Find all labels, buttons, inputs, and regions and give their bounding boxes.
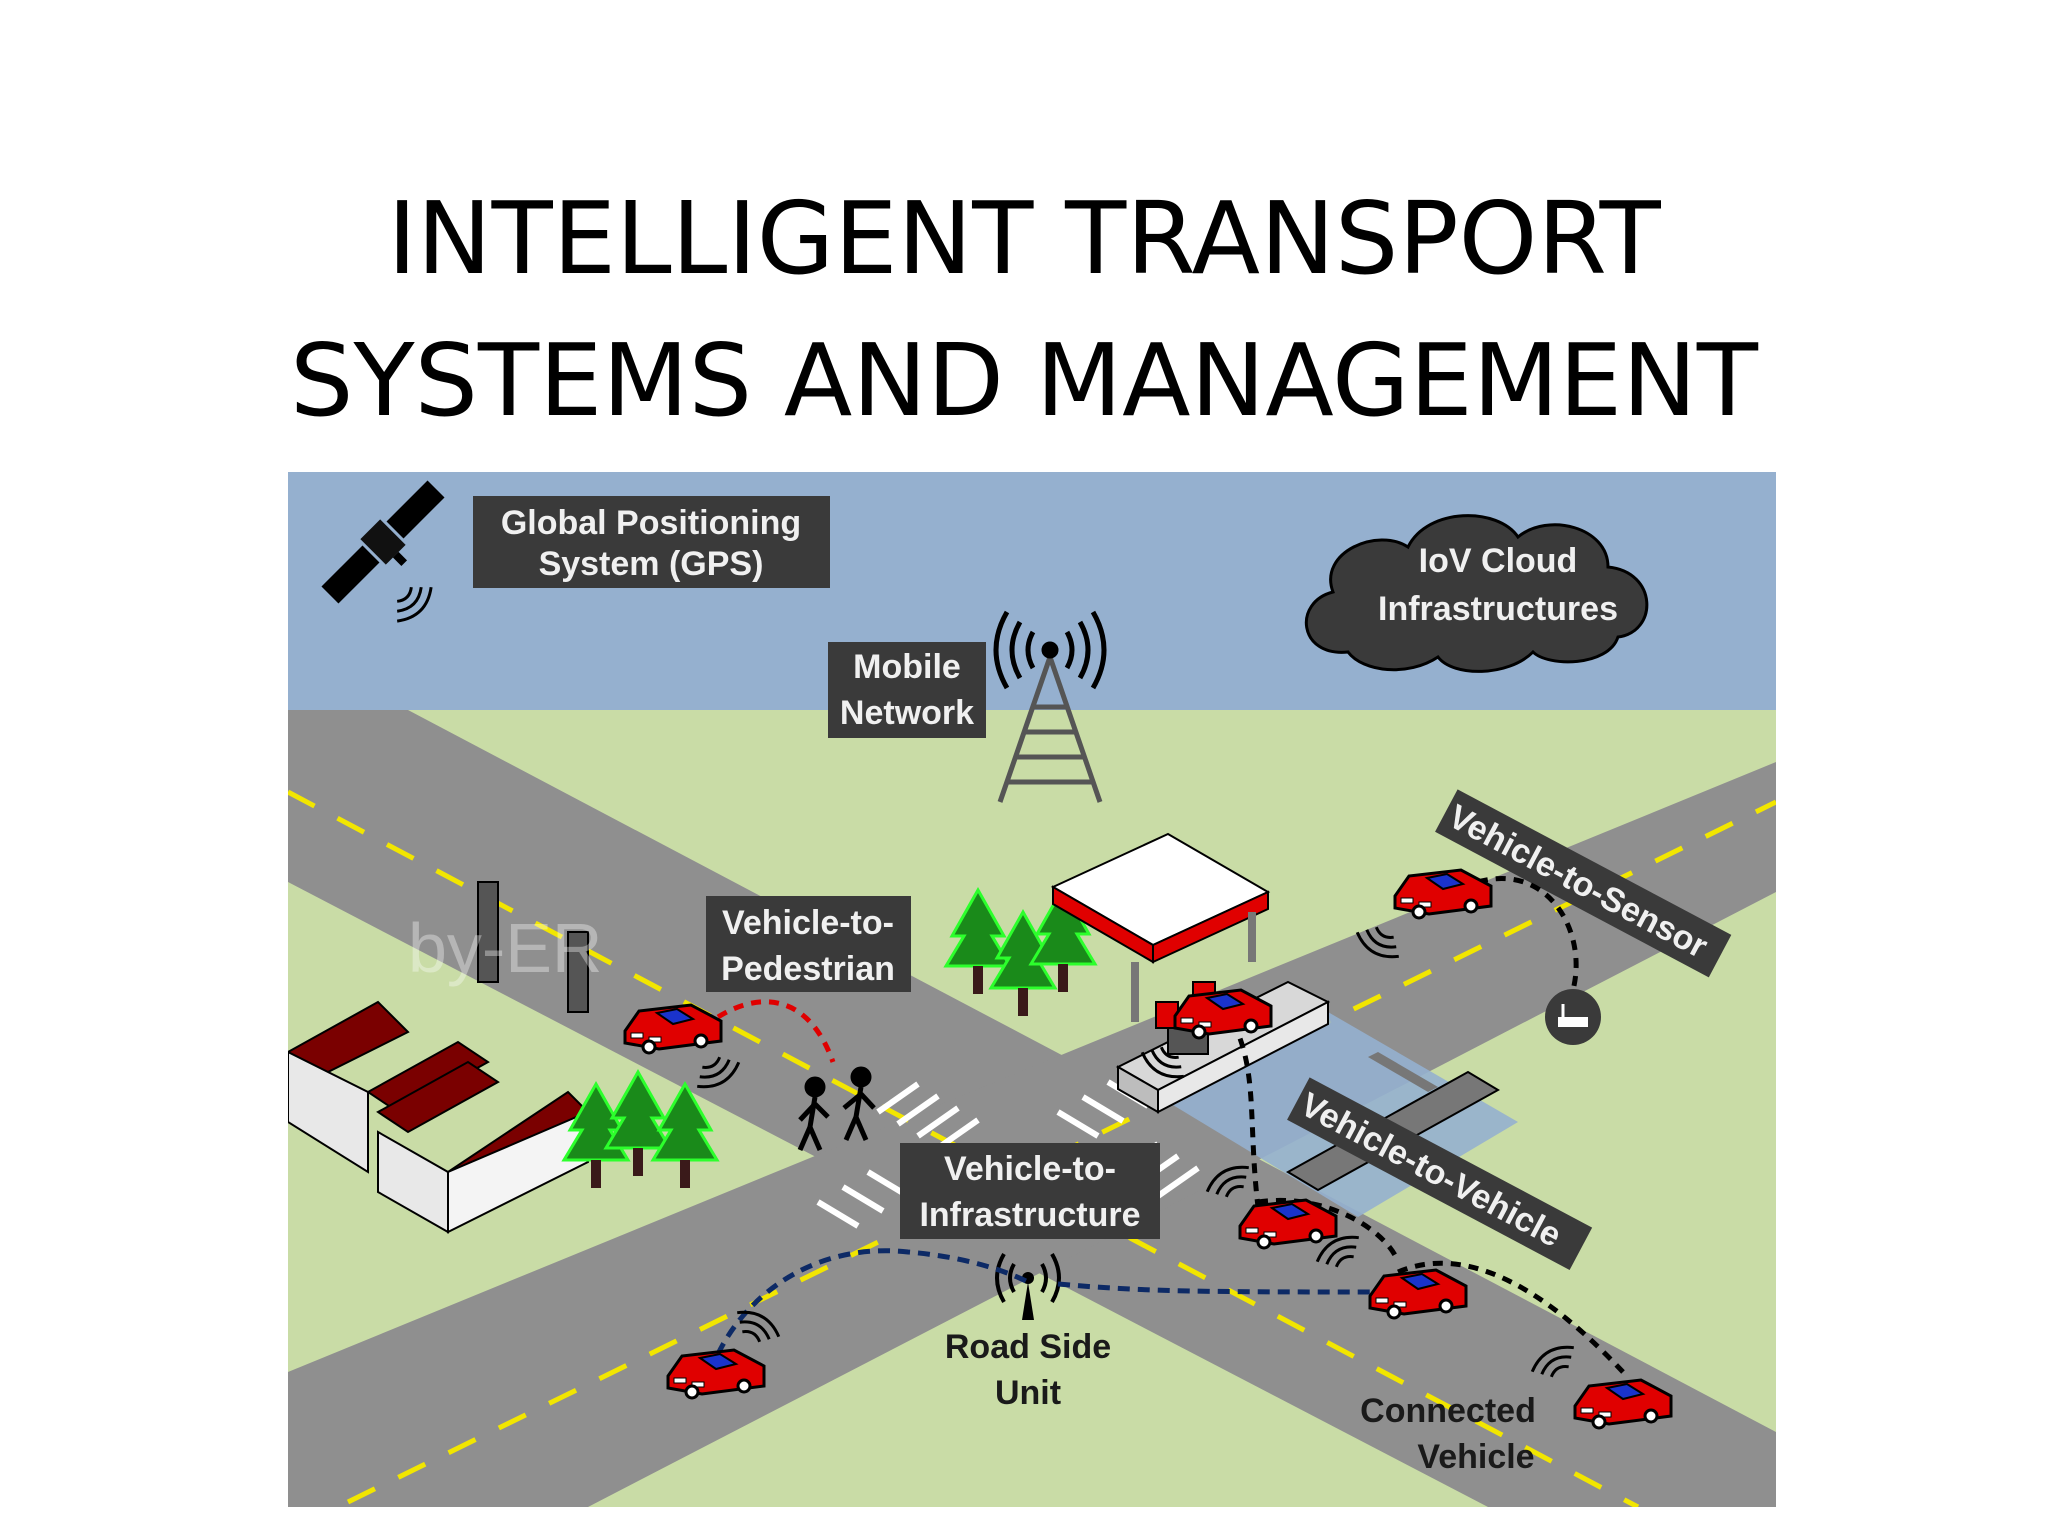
connected-label-line-1: Connected <box>1360 1392 1536 1430</box>
watermark: by-ER <box>408 909 602 987</box>
v2p-label-box: Vehicle-to- Pedestrian <box>706 896 911 992</box>
v2i-label-line-1: Vehicle-to- <box>944 1150 1116 1188</box>
gps-label-line-1: Global Positioning <box>501 504 801 542</box>
v2i-label-line-2: Infrastructure <box>919 1196 1140 1234</box>
rsu-label-line-1: Road Side <box>945 1328 1111 1366</box>
v2i-label-box: Vehicle-to- Infrastructure <box>900 1143 1160 1239</box>
slide-title: INTELLIGENT TRANSPORT SYSTEMS AND MANAGE… <box>0 168 2048 452</box>
v2p-label-line-2: Pedestrian <box>721 950 895 988</box>
router-icon <box>1545 989 1601 1045</box>
connected-label-line-2: Vehicle <box>1417 1438 1534 1476</box>
gps-label-line-2: System (GPS) <box>539 545 764 583</box>
cloud-label-line-2: Infrastructures <box>1378 590 1618 628</box>
car-icon <box>1575 1380 1671 1428</box>
v2p-label-line-1: Vehicle-to- <box>722 904 894 942</box>
car-icon <box>1395 870 1491 918</box>
mobile-label-box: Mobile Network <box>828 642 986 738</box>
rsu-label-line-2: Unit <box>995 1374 1061 1412</box>
title-line-1: INTELLIGENT TRANSPORT <box>0 168 2048 310</box>
iov-diagram: Global Positioning System (GPS) IoV Clou… <box>288 472 1776 1507</box>
cloud-label-line-1: IoV Cloud <box>1419 542 1578 580</box>
car-icon <box>1175 990 1271 1038</box>
mobile-label-line-2: Network <box>840 694 974 732</box>
car-icon <box>1240 1200 1336 1248</box>
car-icon <box>668 1350 764 1398</box>
car-icon <box>625 1005 721 1053</box>
gps-label-box: Global Positioning System (GPS) <box>473 496 830 588</box>
car-icon <box>1370 1270 1466 1318</box>
mobile-label-line-1: Mobile <box>853 648 961 686</box>
title-line-2: SYSTEMS AND MANAGEMENT <box>0 310 2048 452</box>
